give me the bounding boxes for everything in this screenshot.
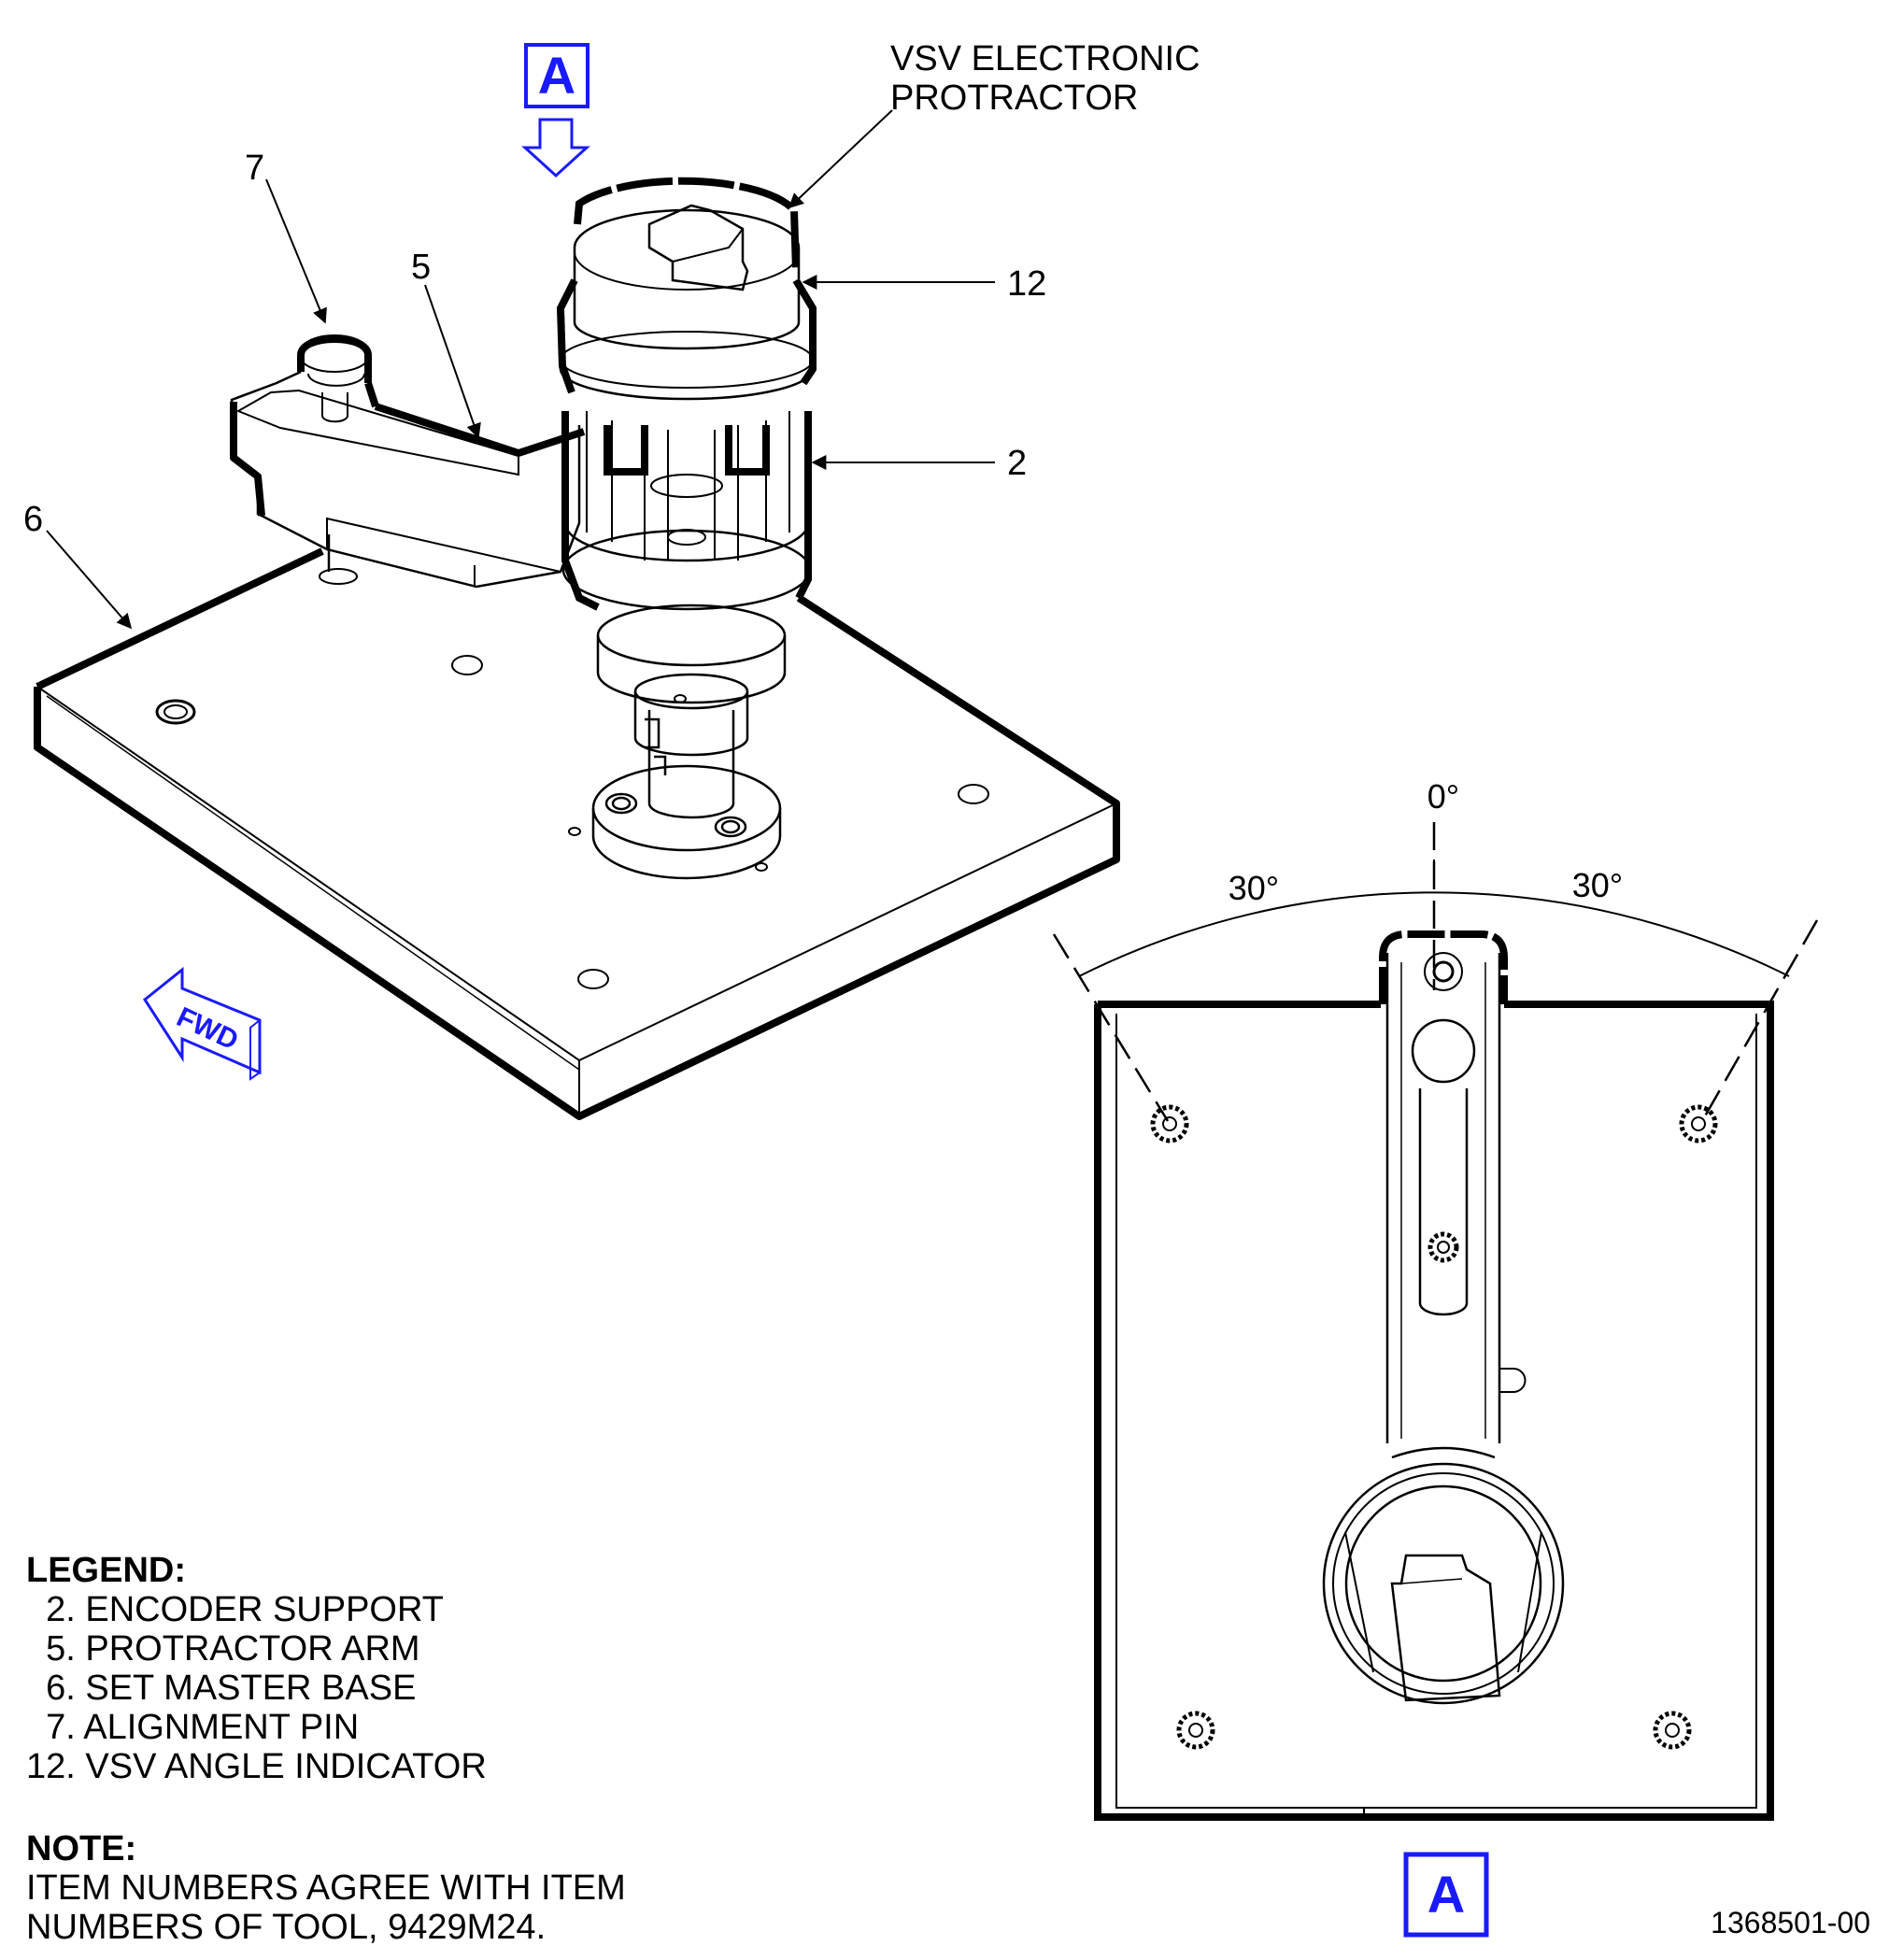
angle-right-30: 30° [1572,866,1623,904]
angle-labels: 0° 30° 30° [1229,777,1623,907]
view-a-label-bottom: A [1427,1865,1465,1924]
encoder-shaft-assembly [591,604,787,880]
legend-heading: LEGEND: [26,1551,186,1590]
angle-zero: 0° [1427,777,1459,816]
callout-protractor-line1: VSV ELECTRONIC [890,39,1200,78]
protractor-arm [230,370,586,589]
legend-item: 2. ENCODER SUPPORT [26,1590,444,1629]
legend-item: 12. VSV ANGLE INDICATOR [26,1747,487,1786]
view-a-label-bottom-box: A [1403,1852,1489,1938]
figure-id: 1368501-00 [1711,1906,1870,1939]
legend-item: 6. SET MASTER BASE [26,1669,417,1708]
alignment-pin [297,334,379,423]
callout-item-2: 2 [1007,444,1027,483]
legend: LEGEND: 2. ENCODER SUPPORT 5. PROTRACTOR… [26,1551,487,1786]
callout-item-6: 6 [23,500,43,539]
note: NOTE: ITEM NUMBERS AGREE WITH ITEM NUMBE… [26,1829,626,1947]
callout-labels: VSV ELECTRONIC PROTRACTOR 12 2 7 5 6 A F… [23,39,1200,1057]
callout-protractor-line2: PROTRACTOR [890,78,1138,118]
view-a-top-view [1052,822,1819,1821]
callout-item-5: 5 [411,248,431,287]
view-a-label-top: A [538,46,575,105]
fwd-arrow-icon [143,966,262,1081]
legend-item: 5. PROTRACTOR ARM [26,1629,420,1669]
callout-leaders [46,109,995,630]
legend-item: 7. ALIGNMENT PIN [26,1708,360,1747]
vsv-angle-indicator [556,177,817,401]
note-line-2: NUMBERS OF TOOL, 9429M24. [26,1908,547,1947]
set-master-base [34,547,1120,1120]
note-line-1: ITEM NUMBERS AGREE WITH ITEM [26,1868,626,1908]
encoder-support [561,411,812,611]
callout-item-12: 12 [1007,264,1046,304]
callout-item-7: 7 [245,149,264,188]
view-a-indicator [521,43,590,178]
note-heading: NOTE: [26,1829,137,1868]
angle-left-30: 30° [1229,869,1279,907]
isometric-view [34,43,1120,1120]
